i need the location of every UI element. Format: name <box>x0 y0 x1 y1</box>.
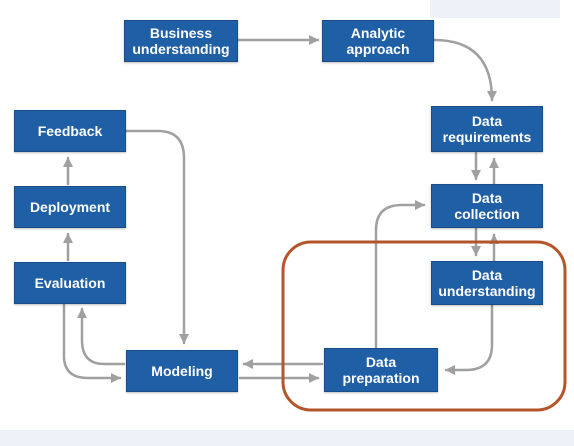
arrow-preparation-to-collection <box>374 200 426 349</box>
node-business-understanding[interactable]: Business understanding <box>124 20 238 62</box>
arrow-understanding-to-preparation <box>444 303 494 375</box>
arrow-evaluation-to-modeling <box>62 303 122 383</box>
node-deployment[interactable]: Deployment <box>14 186 126 228</box>
node-data-collection[interactable]: Data collection <box>431 184 543 228</box>
node-evaluation[interactable]: Evaluation <box>14 262 126 304</box>
arrow-modeling-to-evaluation <box>77 307 126 366</box>
node-feedback[interactable]: Feedback <box>14 110 126 152</box>
node-analytic-approach[interactable]: Analytic approach <box>322 20 434 62</box>
background-stripe <box>0 430 574 446</box>
node-data-requirements[interactable]: Data requirements <box>431 106 543 152</box>
highlight-frame <box>281 240 567 412</box>
node-modeling[interactable]: Modeling <box>126 350 238 392</box>
background-stripe <box>430 0 560 18</box>
arrow-feedback-to-modeling <box>124 129 189 345</box>
node-data-preparation[interactable]: Data preparation <box>324 348 438 392</box>
arrow-analytic-to-requirements <box>432 38 497 102</box>
node-data-understanding[interactable]: Data understanding <box>431 261 543 305</box>
